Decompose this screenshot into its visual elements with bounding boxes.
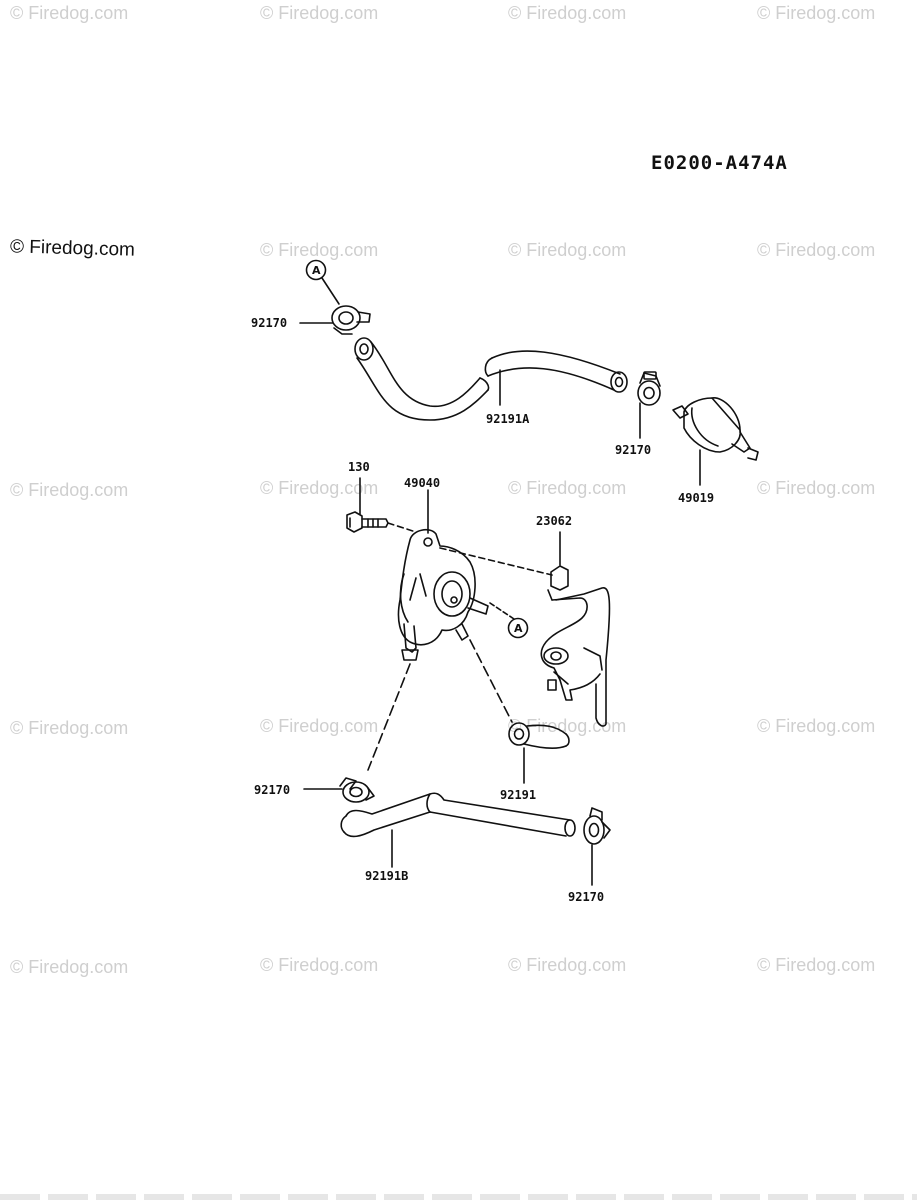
part-label-49019: 49019 <box>678 491 714 505</box>
watermark-8: © Firedog.com <box>10 480 129 500</box>
bolt-icon <box>346 511 389 533</box>
watermark-16: © Firedog.com <box>10 957 129 977</box>
dashed-guide-right <box>469 639 513 723</box>
watermark-5: © Firedog.com <box>260 240 379 260</box>
watermark-6: © Firedog.com <box>508 240 627 260</box>
watermark-13: © Firedog.com <box>260 716 379 736</box>
dashed-guide-bracket <box>439 547 553 576</box>
watermark-17: © Firedog.com <box>260 955 379 975</box>
fuel-pump-icon <box>397 528 489 661</box>
hose-92191b-icon <box>340 792 576 838</box>
watermark-11: © Firedog.com <box>757 478 876 498</box>
bottom-edge-strip <box>0 1194 917 1200</box>
watermark-15: © Firedog.com <box>757 716 876 736</box>
part-label-92170-mid: 92170 <box>615 443 651 457</box>
watermark-4: © Firedog.com <box>757 3 876 23</box>
part-label-23062: 23062 <box>536 514 572 528</box>
bracket-23062-icon <box>540 565 611 727</box>
part-label-92191b: 92191B <box>365 869 408 883</box>
callout-a-pump <box>489 602 529 639</box>
watermark-1: © Firedog.com <box>10 3 129 23</box>
part-label-92191: 92191 <box>500 788 536 802</box>
clamp-lower-right-icon <box>583 807 611 845</box>
diagram-reference-code: E0200-A474A <box>651 152 788 174</box>
watermark-10: © Firedog.com <box>508 478 627 498</box>
fuel-filter-icon <box>672 397 759 461</box>
dashed-guide-bolt <box>387 522 417 533</box>
part-label-92191a: 92191A <box>486 412 530 426</box>
watermark-3: © Firedog.com <box>508 3 627 23</box>
part-label-92170-lower-right: 92170 <box>568 890 604 904</box>
watermark-9: © Firedog.com <box>260 478 379 498</box>
watermark-7: © Firedog.com <box>757 240 876 260</box>
part-label-49040: 49040 <box>404 476 440 490</box>
watermark-19: © Firedog.com <box>757 955 876 975</box>
clamp-mid-icon <box>637 371 661 406</box>
callout-a-upper <box>305 259 340 305</box>
watermark-2: © Firedog.com <box>260 3 379 23</box>
clamp-lower-left-icon <box>339 777 375 803</box>
part-label-92170-top: 92170 <box>251 316 287 330</box>
dashed-guide-left <box>367 663 411 771</box>
watermark-12: © Firedog.com <box>10 718 129 738</box>
hose-92191-icon <box>508 722 570 749</box>
watermark-18: © Firedog.com <box>508 955 627 975</box>
callout-letter-pump: A <box>514 622 523 635</box>
clamp-top-icon <box>331 305 371 335</box>
hose-92191a-icon <box>354 337 628 421</box>
part-label-130: 130 <box>348 460 370 474</box>
callout-letter-upper: A <box>312 264 321 277</box>
part-label-92170-lower-left: 92170 <box>254 783 290 797</box>
